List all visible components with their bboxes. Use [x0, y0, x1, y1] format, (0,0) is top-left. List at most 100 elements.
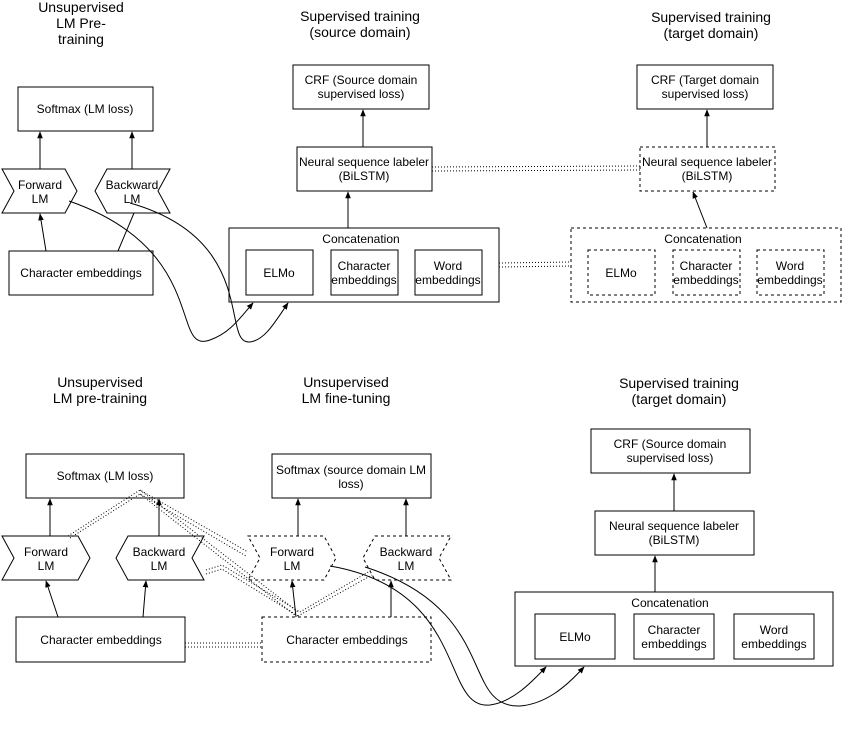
softmax-lm-label: Softmax (LM loss): [37, 102, 134, 116]
arrow-charemb-to-forward-finetune: [289, 580, 297, 618]
word-emb-box-bottom: [733, 613, 815, 660]
softmax-source-box: [271, 453, 432, 499]
text-line: Word: [434, 259, 462, 273]
text-line: Character embeddings: [286, 633, 407, 647]
text-line: Backward: [380, 545, 433, 559]
text-line: Concatenation: [664, 232, 741, 246]
crf-source-box-bottom: [590, 428, 751, 474]
text-line: Softmax (LM loss): [57, 469, 154, 483]
text-line: Softmax (LM loss): [37, 102, 134, 116]
arrow-charemb-to-backward-bottom: [142, 580, 149, 618]
text-line: Unsupervised: [38, 0, 124, 15]
nsl-target-box: [639, 146, 776, 192]
backward-lm-shape: [94, 168, 171, 214]
text-line: Neural sequence labeler: [609, 519, 739, 533]
arrow-concat-to-nsl-target: [692, 191, 708, 229]
text-line: embeddings: [641, 637, 706, 651]
text-line: LM Pre-: [56, 15, 106, 31]
text-line: LM: [398, 559, 415, 573]
character-embeddings-box-bottom: [15, 616, 186, 663]
curve-forward-lm-to-elmo: [68, 200, 254, 342]
text-line: Word: [760, 623, 788, 637]
link-charemb-to-finetune: [185, 642, 262, 648]
text-line: ELMo: [263, 266, 295, 280]
text-line: LM: [284, 559, 301, 573]
arrow-charemb-to-forward-bottom: [45, 580, 59, 618]
text-line: (source domain): [309, 24, 410, 40]
char-emb-box-bottom: [633, 613, 715, 660]
text-line: CRF (Source domain: [614, 437, 727, 451]
arrow-charemb-to-forward: [38, 213, 47, 252]
text-line: LM: [32, 192, 49, 206]
text-line: (target domain): [664, 25, 759, 41]
text-line: embeddings: [415, 273, 480, 287]
text-line: Backward: [133, 545, 186, 559]
char-emb-source-box: [330, 249, 399, 296]
forward-lm-shape-bottom: [1, 535, 91, 581]
elmo-source-label: ELMo: [263, 266, 295, 280]
text-line: Neural sequence labeler: [642, 155, 772, 169]
text-line: CRF (Source domain: [305, 73, 418, 87]
backward-lm-shape-bottom: [115, 535, 205, 581]
character-embeddings-box: [8, 250, 154, 296]
text-line: LM fine-tuning: [302, 390, 391, 406]
link-concat-source-target: [498, 261, 572, 268]
elmo-source-box: [245, 249, 314, 296]
text-line: Forward: [270, 545, 314, 559]
character-embeddings-label-finetune: Character embeddings: [286, 633, 407, 647]
crf-source-box: [292, 64, 430, 110]
text-line: Character: [680, 259, 733, 273]
text-line: embeddings: [757, 273, 822, 287]
text-line: Unsupervised: [303, 374, 389, 390]
concatenation-source-label: Concatenation: [322, 232, 399, 246]
nsl-source-label: Neural sequence labeler(BiLSTM): [299, 155, 429, 183]
text-line: embeddings: [331, 273, 396, 287]
softmax-lm-box: [17, 86, 154, 132]
text-line: embeddings: [741, 637, 806, 651]
text-line: Supervised training: [651, 9, 771, 25]
text-line: Character embeddings: [40, 633, 161, 647]
title-supervised-training-target-top: Supervised training(target domain): [651, 9, 771, 41]
character-embeddings-box-finetune: [261, 616, 432, 663]
text-line: CRF (Target domain: [651, 73, 759, 87]
text-line: embeddings: [673, 273, 738, 287]
curve-forward-finetune-to-elmo: [329, 565, 547, 706]
text-line: supervised loss): [318, 87, 405, 101]
link-nsl-source-target: [431, 165, 641, 172]
text-line: LM: [124, 192, 141, 206]
curve-backward-finetune-to-elmo: [364, 566, 585, 707]
title-supervised-training-target-bottom: Supervised training(target domain): [619, 375, 739, 407]
text-line: Supervised training: [300, 8, 420, 24]
text-line: (BiLSTM): [682, 169, 733, 183]
elmo-label-bottom: ELMo: [559, 630, 591, 644]
text-line: Character: [338, 259, 391, 273]
word-emb-source-box: [414, 249, 483, 296]
nsl-box-bottom: [594, 510, 755, 556]
elmo-target-label: ELMo: [605, 266, 637, 280]
character-embeddings-label-bottom: Character embeddings: [40, 633, 161, 647]
word-emb-target-box: [756, 249, 825, 296]
text-line: Character: [648, 623, 701, 637]
text-line: (BiLSTM): [649, 533, 700, 547]
text-line: training: [58, 31, 104, 47]
curve-backward-lm-to-elmo: [129, 202, 289, 343]
text-line: Concatenation: [322, 232, 399, 246]
crf-target-box: [636, 64, 774, 110]
elmo-target-box: [587, 249, 656, 296]
text-line: Neural sequence labeler: [299, 155, 429, 169]
nsl-label-bottom: Neural sequence labeler(BiLSTM): [609, 519, 739, 547]
nsl-source-box: [296, 146, 433, 192]
text-line: LM pre-training: [53, 390, 147, 406]
nsl-target-label: Neural sequence labeler(BiLSTM): [642, 155, 772, 183]
text-line: ELMo: [559, 630, 591, 644]
link-softmax-to-finetune-lms: [67, 489, 299, 617]
